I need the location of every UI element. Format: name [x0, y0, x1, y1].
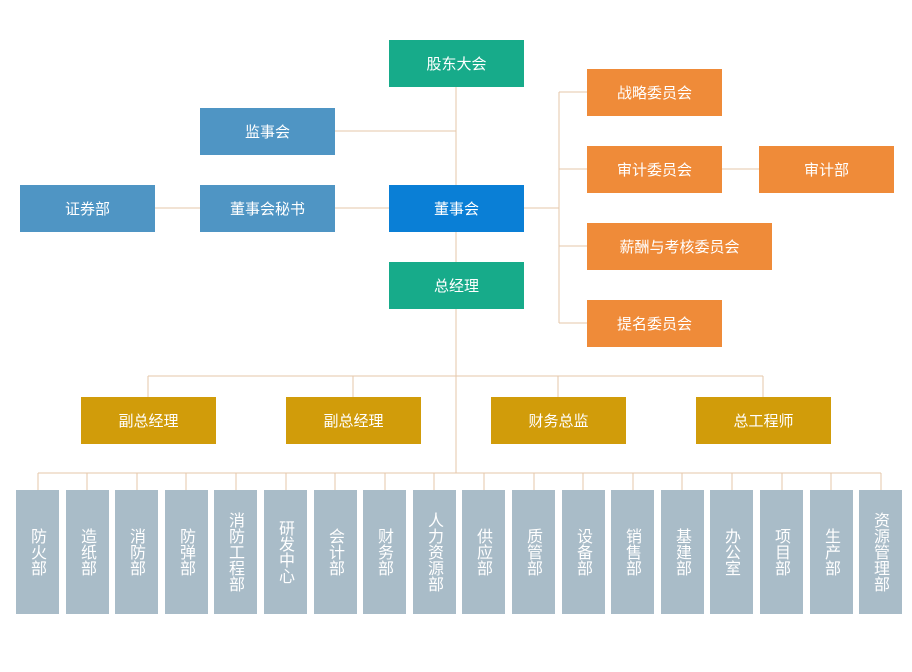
shareholders-meeting-box: 股东大会 — [389, 40, 524, 87]
department-box: 项目部 — [760, 490, 803, 614]
department-box: 质管部 — [512, 490, 555, 614]
department-box: 造纸部 — [66, 490, 109, 614]
department-box: 消防工程部 — [214, 490, 257, 614]
department-box: 人力资源部 — [413, 490, 456, 614]
board-secretary-box: 董事会秘书 — [200, 185, 335, 232]
department-box: 供应部 — [462, 490, 505, 614]
department-box: 消防部 — [115, 490, 158, 614]
department-box: 设备部 — [562, 490, 605, 614]
executive-box-deputy-gm-1: 副总经理 — [81, 397, 216, 444]
nomination-committee-box: 提名委员会 — [587, 300, 722, 347]
compensation-committee-box: 薪酬与考核委员会 — [587, 223, 772, 270]
strategy-committee-box: 战略委员会 — [587, 69, 722, 116]
department-box: 销售部 — [611, 490, 654, 614]
department-box: 资源管理部 — [859, 490, 902, 614]
securities-dept-box: 证券部 — [20, 185, 155, 232]
audit-committee-box: 审计委员会 — [587, 146, 722, 193]
general-manager-box: 总经理 — [389, 262, 524, 309]
department-box: 防火部 — [16, 490, 59, 614]
department-box: 防弹部 — [165, 490, 208, 614]
department-box: 财务部 — [363, 490, 406, 614]
department-box: 研发中心 — [264, 490, 307, 614]
executive-box-deputy-gm-2: 副总经理 — [286, 397, 421, 444]
supervisory-board-box: 监事会 — [200, 108, 335, 155]
executive-box-cfo: 财务总监 — [491, 397, 626, 444]
department-box: 会计部 — [314, 490, 357, 614]
department-box: 生产部 — [810, 490, 853, 614]
board-of-directors-box: 董事会 — [389, 185, 524, 232]
department-box: 基建部 — [661, 490, 704, 614]
department-box: 办公室 — [710, 490, 753, 614]
executive-box-chief-engineer: 总工程师 — [696, 397, 831, 444]
audit-dept-box: 审计部 — [759, 146, 894, 193]
